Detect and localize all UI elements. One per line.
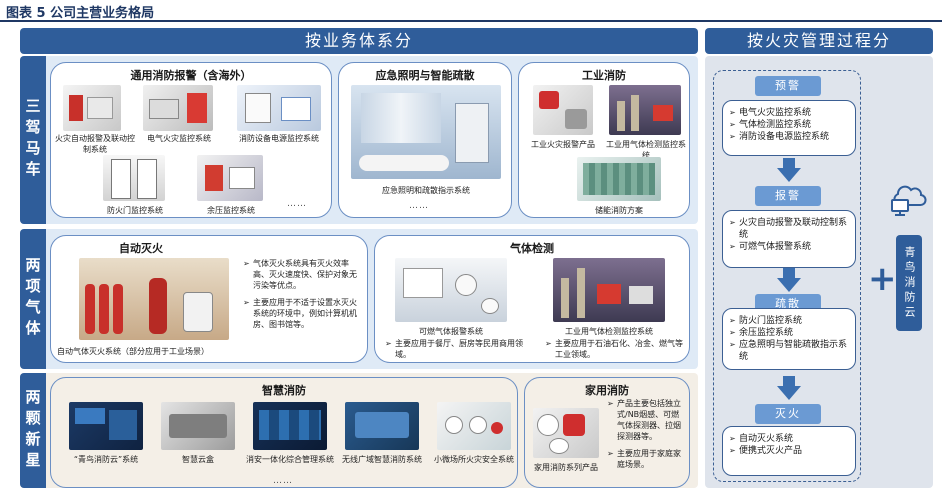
- stage-evacuation-items: 防火门监控系统 余压监控系统 应急照明与智能疏散指示系统: [722, 308, 856, 370]
- row-two-new-stars: 两颗新星 智慧消防 “青鸟消防云”系统 智慧云盒 消安一体化综合管理系统 …… …: [20, 373, 698, 488]
- down-arrow-icon: [777, 158, 801, 182]
- panel-title: 应急照明与智能疏散: [375, 69, 475, 82]
- item: 火灾自动报警及联动控制系统: [729, 217, 851, 241]
- caption: 无线广域智慧消防系统: [342, 455, 422, 464]
- ellipsis: ……: [273, 476, 293, 486]
- gas-detection-image: [609, 85, 681, 135]
- caption: 小微场所火灾安全系统: [434, 455, 514, 464]
- row-three-carriages: 三驾马车 通用消防报警（含海外） 火灾自动报警及联动控制系统 电气火灾监控系统 …: [20, 56, 698, 224]
- panel-home-fire: 家用消防 家用消防系列产品 产品主要包括独立式/NB烟感、可燃气体探测器、拉烟探…: [524, 377, 690, 488]
- caption: 电气火灾监控系统: [147, 134, 211, 143]
- plus-icon: +: [868, 259, 897, 299]
- bullet: 主要应用于石油石化、冶金、燃气等工业领域。: [545, 338, 685, 360]
- item: 余压监控系统: [729, 327, 851, 339]
- row-label-two-gases: 两项气体: [20, 229, 46, 369]
- caption: 智慧云盒: [182, 455, 214, 464]
- cloud-computer-icon: [888, 178, 928, 222]
- panel-smart-fire: 智慧消防 “青鸟消防云”系统 智慧云盒 消安一体化综合管理系统 …… 无线广域智…: [50, 377, 518, 488]
- energy-storage-image: [577, 157, 661, 201]
- panel-title: 气体检测: [510, 242, 554, 255]
- integrated-management-image: [253, 402, 327, 450]
- item: 防火门监控系统: [729, 315, 851, 327]
- item: 便携式灭火产品: [729, 445, 851, 457]
- down-arrow-icon: [777, 268, 801, 292]
- panel-emergency-lighting: 应急照明与智能疏散 应急照明和疏散指示系统 ……: [338, 62, 512, 218]
- panel-title: 工业消防: [582, 69, 626, 82]
- caption: 工业用气体检测监控系统: [565, 327, 653, 336]
- item: 应急照明与智能疏散指示系统: [729, 339, 851, 363]
- fire-process-header: 按火灾管理过程分: [705, 28, 933, 54]
- bullet: 气体灭火系统具有灭火效率高、灭火速度快、保护对象无污染等优点。: [243, 258, 363, 291]
- item: 自动灭火系统: [729, 433, 851, 445]
- caption: 储能消防方案: [595, 206, 643, 215]
- panel-auto-extinguishing: 自动灭火 自动气体灭火系统（部分应用于工业场景） 气体灭火系统具有灭火效率高、灭…: [50, 235, 368, 363]
- caption: 消防设备电源监控系统: [239, 134, 319, 143]
- title-underline: [0, 20, 942, 22]
- industrial-alarm-image: [533, 85, 593, 135]
- caption: 工业用气体检测监控系统: [606, 140, 686, 160]
- ellipsis: ……: [287, 199, 307, 209]
- panel-title: 通用消防报警（含海外）: [130, 69, 252, 82]
- home-fire-bullets: 产品主要包括独立式/NB烟感、可燃气体探测器、拉烟探测器等。 主要应用于家庭家庭…: [607, 398, 687, 476]
- item: 可燃气体报警系统: [729, 241, 851, 253]
- auto-extinguishing-bullets: 气体灭火系统具有灭火效率高、灭火速度快、保护对象无污染等优点。 主要应用于不适于…: [243, 258, 363, 336]
- row-label-three-carriages: 三驾马车: [20, 56, 46, 224]
- down-arrow-icon: [777, 376, 801, 400]
- power-monitor-image: [237, 85, 321, 131]
- residual-pressure-image: [197, 155, 263, 201]
- stage-extinguish-items: 自动灭火系统 便携式灭火产品: [722, 426, 856, 476]
- item: 气体检测监控系统: [729, 119, 851, 131]
- figure-title: 图表 5 公司主营业务格局: [6, 6, 155, 21]
- cloud-platform-image: [69, 402, 143, 450]
- emergency-lighting-image: [351, 85, 501, 179]
- item: 电气火灾监控系统: [729, 107, 851, 119]
- bullet: 主要应用于餐厅、厨房等民用商用领域。: [385, 338, 525, 360]
- caption: 可燃气体报警系统: [419, 327, 483, 336]
- small-venue-safety-image: [437, 402, 511, 450]
- caption: 自动气体灭火系统（部分应用于工业场景）: [57, 347, 209, 356]
- bullet: 主要应用于家庭家庭场景。: [607, 448, 687, 470]
- caption: 应急照明和疏散指示系统: [382, 186, 470, 195]
- caption: 余压监控系统: [207, 206, 255, 215]
- caption: 消安一体化综合管理系统: [246, 455, 334, 464]
- panel-title: 智慧消防: [262, 384, 306, 397]
- combustible-gas-alarm-image: [395, 258, 507, 322]
- caption: 防火门监控系统: [107, 206, 163, 215]
- caption: 工业火灾报警产品: [531, 140, 595, 149]
- panel-gas-detection: 气体检测 可燃气体报警系统 工业用气体检测监控系统 主要应用于餐厅、厨房等民用商…: [374, 235, 690, 363]
- bullet: 主要应用于不适于设置水灭火系统的环境中，例如计算机机房、图书馆等。: [243, 297, 363, 330]
- stage-early-warning: 预警: [755, 76, 821, 96]
- stage-alarm-items: 火灾自动报警及联动控制系统 可燃气体报警系统: [722, 210, 856, 268]
- industrial-gas-monitor-image: [553, 258, 665, 322]
- panel-title: 家用消防: [585, 384, 629, 397]
- stage-alarm: 报警: [755, 186, 821, 206]
- stage-early-warning-items: 电气火灾监控系统 气体检测监控系统 消防设备电源监控系统: [722, 100, 856, 156]
- qingniao-cloud-label: 青鸟消防云: [896, 235, 922, 331]
- home-fire-products-image: [533, 408, 599, 458]
- panel-general-fire-alarm: 通用消防报警（含海外） 火灾自动报警及联动控制系统 电气火灾监控系统 消防设备电…: [50, 62, 332, 218]
- smart-cloud-box-image: [161, 402, 235, 450]
- row-label-two-new-stars: 两颗新星: [20, 373, 46, 488]
- business-system-header: 按业务体系分: [20, 28, 698, 54]
- gas-extinguisher-image: [79, 258, 229, 340]
- electrical-fire-monitor-image: [143, 85, 213, 131]
- bullet: 产品主要包括独立式/NB烟感、可燃气体探测器、拉烟探测器等。: [607, 398, 687, 442]
- process-flow-frame: [713, 70, 861, 482]
- caption: 火灾自动报警及联动控制系统: [55, 134, 135, 154]
- gas-bullet-industrial: 主要应用于石油石化、冶金、燃气等工业领域。: [545, 338, 685, 366]
- item: 消防设备电源监控系统: [729, 131, 851, 143]
- caption: 家用消防系列产品: [534, 463, 598, 472]
- ellipsis: ……: [409, 201, 429, 211]
- row-two-gases: 两项气体 自动灭火 自动气体灭火系统（部分应用于工业场景） 气体灭火系统具有灭火…: [20, 229, 698, 369]
- wireless-smart-fire-image: [345, 402, 419, 450]
- panel-industrial-fire: 工业消防 工业火灾报警产品 工业用气体检测监控系统 储能消防方案: [518, 62, 690, 218]
- panel-title: 自动灭火: [119, 242, 163, 255]
- fire-alarm-panel-image: [63, 85, 121, 131]
- gas-bullet-civil: 主要应用于餐厅、厨房等民用商用领域。: [385, 338, 525, 366]
- caption: “青鸟消防云”系统: [73, 455, 139, 464]
- fire-door-image: [103, 155, 165, 201]
- stage-extinguish: 灭火: [755, 404, 821, 424]
